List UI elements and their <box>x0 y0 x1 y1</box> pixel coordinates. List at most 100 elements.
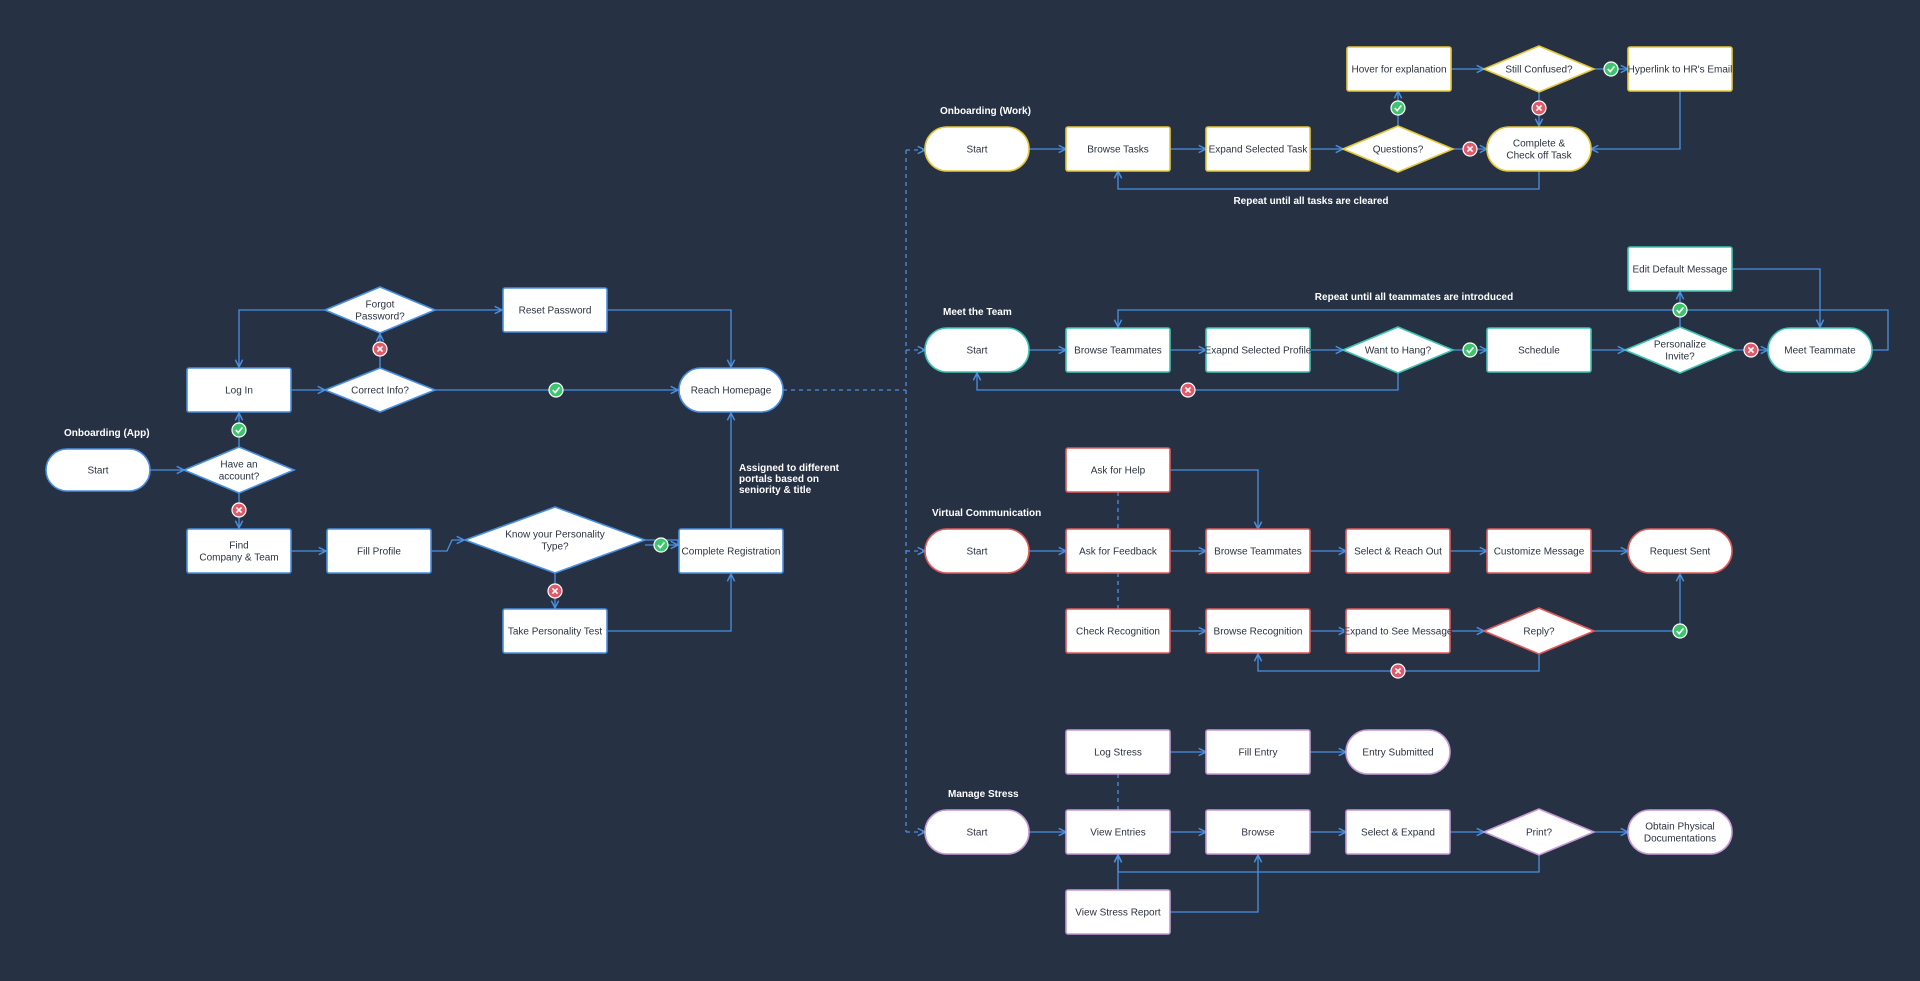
text-line: Browse Tasks <box>1087 145 1149 156</box>
shape <box>1205 126 1311 172</box>
ask-feedback-step: Ask for Feedback <box>1065 528 1171 574</box>
want-hang-label: Want to Hang? <box>1365 346 1432 357</box>
entry-submitted-terminal: Entry Submitted <box>1345 729 1451 775</box>
shape <box>235 426 244 434</box>
shape <box>1672 302 1688 318</box>
text-line: Request Sent <box>1650 547 1711 558</box>
browse-teammates-2-step: Browse Teammates <box>1205 528 1311 574</box>
text-line: Browse Recognition <box>1214 627 1303 638</box>
reset-password-step: Reset Password <box>502 287 608 333</box>
check-icon <box>1672 302 1688 318</box>
text-line: Know your Personality <box>505 530 605 541</box>
select-reach-label: Select & Reach Out <box>1354 547 1442 558</box>
shape <box>924 809 1030 855</box>
shape <box>1627 809 1733 855</box>
shape <box>1205 327 1311 373</box>
shape <box>1205 809 1311 855</box>
select-expand-label: Select & Expand <box>1361 828 1435 839</box>
work-start-label: Start <box>966 145 987 156</box>
text-line: Take Personality Test <box>508 627 603 638</box>
check-icon <box>1462 342 1478 358</box>
edit-default-label: Edit Default Message <box>1632 265 1727 276</box>
shape <box>1486 126 1592 172</box>
text-line: Want to Hang? <box>1365 346 1432 357</box>
text-line: Personalize <box>1654 340 1707 351</box>
shape <box>1205 729 1311 775</box>
shape <box>502 287 608 333</box>
connector <box>431 540 464 552</box>
app-start-terminal: Start <box>45 448 151 492</box>
note-repeat-tasks: Repeat until all tasks are cleared <box>1233 196 1388 207</box>
log-stress-step: Log Stress <box>1065 729 1171 775</box>
cross-icon <box>1743 342 1759 358</box>
shape <box>1672 623 1688 639</box>
text-line: Find <box>229 541 248 552</box>
correct-info-decision: Correct Info? <box>322 367 438 413</box>
shape <box>1394 667 1402 675</box>
shape <box>1346 46 1452 92</box>
shape <box>657 541 666 549</box>
label-layer: Onboarding (App)Onboarding (Work)Meet th… <box>64 106 1513 800</box>
hover-explanation-label: Hover for explanation <box>1351 65 1446 76</box>
shape <box>1622 326 1738 374</box>
shape <box>376 345 384 353</box>
shape <box>322 367 438 413</box>
text-line: View Stress Report <box>1075 908 1161 919</box>
expand-task-label: Expand Selected Task <box>1209 145 1309 156</box>
shape <box>1466 145 1474 153</box>
check-icon <box>231 422 247 438</box>
text-line: Expand to See Message <box>1344 627 1453 638</box>
browse-teammates-1-label: Browse Teammates <box>1074 346 1162 357</box>
connector <box>607 309 731 367</box>
text-line: Fill Entry <box>1239 748 1278 759</box>
shape <box>1205 608 1311 654</box>
comm-start-terminal: Start <box>924 528 1030 574</box>
text-line: Start <box>966 346 987 357</box>
shape <box>1627 246 1733 292</box>
select-reach-step: Select & Reach Out <box>1345 528 1451 574</box>
shape <box>322 286 438 334</box>
hover-explanation-step: Hover for explanation <box>1346 46 1452 92</box>
view-report-label: View Stress Report <box>1075 908 1161 919</box>
log-in-step: Log In <box>186 367 292 413</box>
shape <box>551 587 559 595</box>
connector <box>1591 91 1681 149</box>
check-recognition-label: Check Recognition <box>1076 627 1160 638</box>
shape <box>1767 327 1873 373</box>
shape <box>1065 809 1171 855</box>
browse-tasks-label: Browse Tasks <box>1087 145 1149 156</box>
text-line: account? <box>219 472 260 483</box>
fill-profile-label: Fill Profile <box>357 547 401 558</box>
app-start-label: Start <box>87 466 108 477</box>
connector <box>239 309 325 367</box>
connector <box>1170 469 1258 529</box>
customize-message-label: Customize Message <box>1494 547 1585 558</box>
text-line: Start <box>966 547 987 558</box>
cross-icon <box>1462 141 1478 157</box>
shape <box>1627 528 1733 574</box>
cross-icon <box>372 341 388 357</box>
stress-start-terminal: Start <box>924 809 1030 855</box>
shape <box>1481 607 1597 655</box>
reach-homepage-label: Reach Homepage <box>691 386 772 397</box>
text-line: Documentations <box>1644 834 1716 845</box>
take-test-label: Take Personality Test <box>508 627 603 638</box>
view-report-step: View Stress Report <box>1065 889 1171 935</box>
text-line: Type? <box>541 542 569 553</box>
connector <box>1118 171 1540 190</box>
shape <box>1607 65 1616 73</box>
text-line: Schedule <box>1518 346 1560 357</box>
schedule-label: Schedule <box>1518 346 1560 357</box>
shape <box>1065 889 1171 935</box>
text-line: Questions? <box>1373 145 1424 156</box>
check-icon <box>1672 623 1688 639</box>
text-line: Hover for explanation <box>1351 65 1446 76</box>
print-label: Print? <box>1526 828 1553 839</box>
shape <box>1065 608 1171 654</box>
note-repeat-team: Repeat until all teammates are introduce… <box>1315 292 1513 303</box>
text-line: Complete & <box>1513 139 1566 150</box>
text-line: Log Stress <box>1094 748 1142 759</box>
